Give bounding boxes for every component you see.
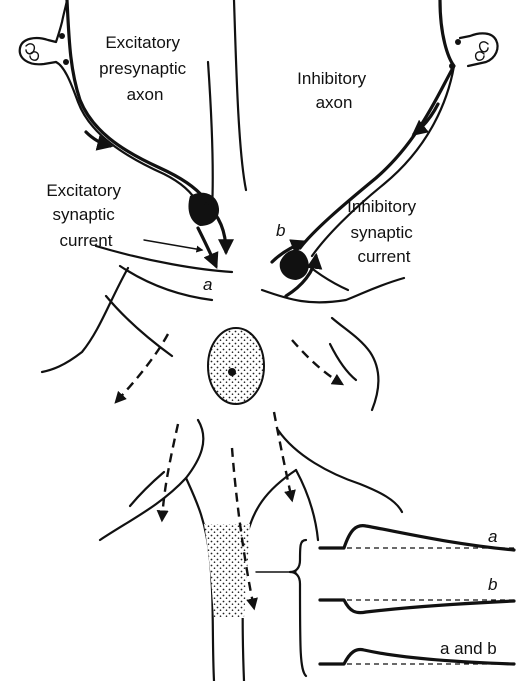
trace-a-and-b: a and b [320,639,514,664]
trace-a-label: a [488,527,497,546]
excitatory-current-label: Excitatory synaptic current [46,181,125,250]
nucleus [208,328,264,404]
excitatory-synaptic-terminal [188,193,219,226]
current-flow-lower-right-arrow [274,412,292,500]
traces-brace [290,540,306,676]
point-a-label: a [203,275,212,294]
trace-b-label: b [488,575,497,594]
excitatory-inward-arrow [198,228,216,266]
trace-b: b [320,575,514,613]
inhibitory-synaptic-terminal [280,250,309,280]
trace-a-and-b-label: a and b [440,639,497,658]
current-flow-left-arrow [116,334,168,402]
current-flow-right-arrow [292,340,342,384]
inhibitory-current-label: Inhibitory synaptic current [347,197,421,266]
excitatory-current-leader [144,240,202,250]
nucleolus [228,368,236,376]
inhibitory-axon-label: Inhibitory axon [297,69,371,112]
point-b-label: b [276,221,285,240]
excitatory-axon-label: Excitatory presynaptic axon [99,33,191,104]
trace-a: a [320,526,514,550]
